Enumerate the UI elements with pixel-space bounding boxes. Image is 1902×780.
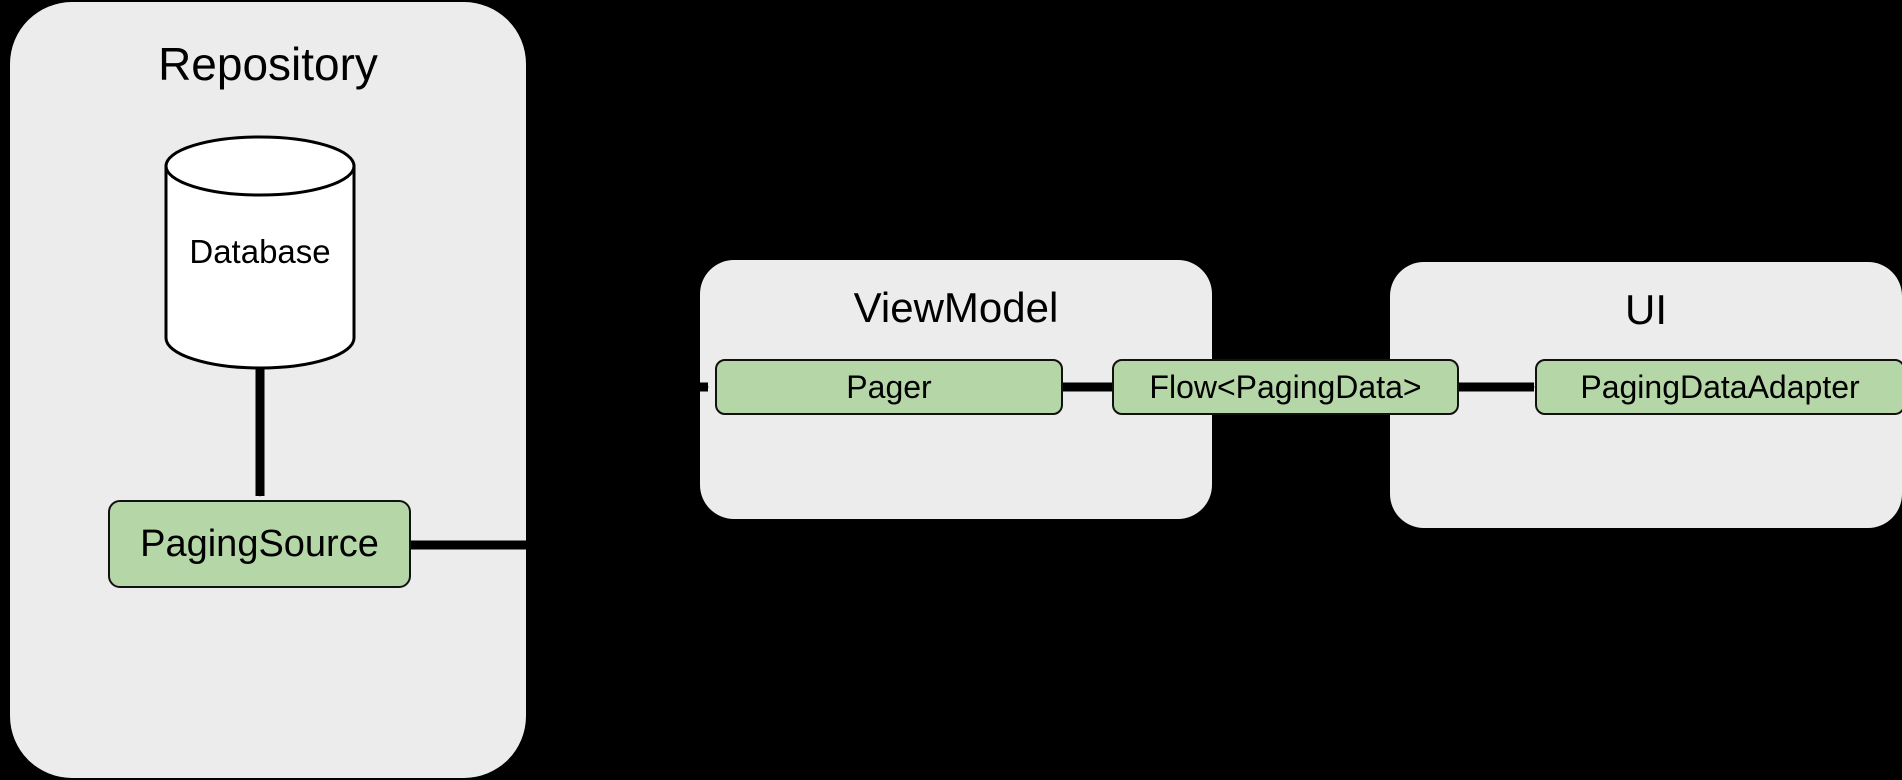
database-cylinder-icon: [164, 135, 356, 370]
node-pagingsource: PagingSource: [108, 500, 411, 588]
edge-database-to-pagingsource: [240, 348, 280, 508]
node-pagingdataadapter: PagingDataAdapter: [1535, 359, 1902, 415]
edge-pagingsource-to-pager: [400, 330, 730, 560]
group-repository: Repository: [10, 2, 526, 778]
group-repository-title: Repository: [158, 38, 378, 90]
node-flow-pagingdata: Flow<PagingData>: [1112, 359, 1459, 415]
group-ui-title: UI: [1625, 286, 1667, 333]
node-pager: Pager: [715, 359, 1063, 415]
edge-flow-to-pagingdataadapter: [1450, 370, 1546, 404]
node-database: Database: [164, 135, 356, 370]
edge-pager-to-flow: [1055, 375, 1121, 399]
node-database-label: Database: [189, 233, 331, 270]
group-viewmodel-title: ViewModel: [853, 284, 1059, 331]
